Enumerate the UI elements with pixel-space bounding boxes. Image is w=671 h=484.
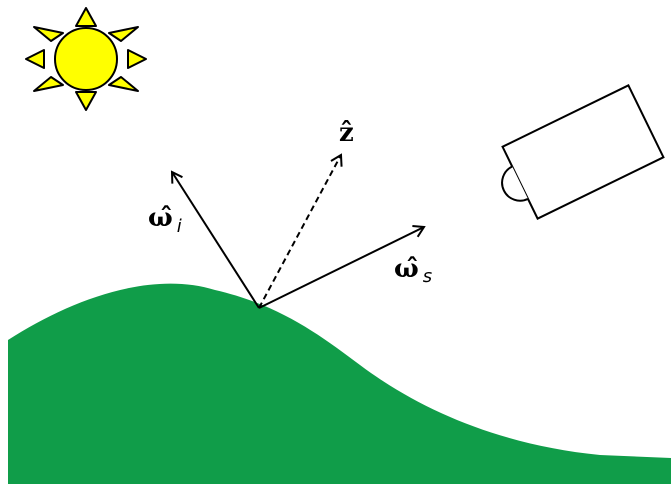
incident-label: ω̂i [148,203,182,237]
hill-surface [8,283,671,484]
camera-lens [501,165,529,202]
vectors [170,153,426,309]
sun-icon [25,7,147,111]
scattered-arrow [258,225,426,309]
camera-icon [501,84,665,220]
normal-arrow [258,153,343,309]
normal-label: ẑ [339,118,354,148]
incident-arrow [170,170,260,309]
sun-disc [54,27,118,91]
sun-rays [25,7,147,111]
scattered-label: ω̂s [394,254,432,287]
